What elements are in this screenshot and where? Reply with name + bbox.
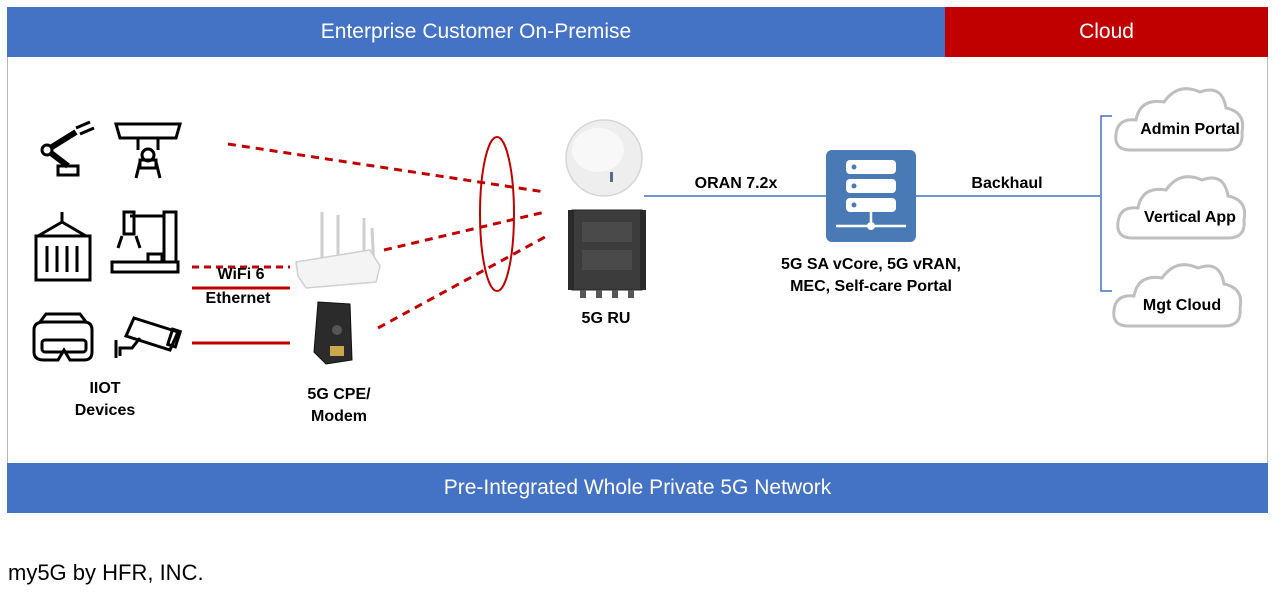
robot-arm-icon	[40, 120, 95, 177]
admin-portal-cloud	[1114, 87, 1245, 152]
cpe-modem-label: 5G CPE/ Modem	[296, 384, 382, 428]
core-label-line1: 5G SA vCore, 5G vRAN,	[781, 256, 961, 273]
mgt-cloud-cloud	[1112, 263, 1243, 328]
cloud-title: Cloud	[1079, 20, 1134, 43]
footer-banner-text: Pre-Integrated Whole Private 5G Network	[443, 476, 832, 499]
vertical-app-label: Vertical App	[1144, 209, 1236, 226]
oran-label: ORAN 7.2x	[694, 175, 778, 192]
cpe-label-line1: 5G CPE/	[307, 386, 371, 403]
wifi-router-icon	[295, 212, 381, 289]
iiot-devices-label: IIOT Devices	[62, 378, 148, 422]
iiot-label-line2: Devices	[74, 402, 136, 419]
radio-links	[227, 142, 546, 330]
gantry-robot-icon	[110, 210, 180, 274]
coverage-ellipse	[479, 136, 515, 292]
iiot-label-line1: IIOT	[89, 380, 121, 397]
footer-banner: Pre-Integrated Whole Private 5G Network	[7, 463, 1268, 513]
ethernet-label: Ethernet	[205, 290, 271, 307]
vertical-app-cloud	[1116, 175, 1247, 240]
radio-unit-icon	[568, 209, 646, 298]
cloud-bracket	[1100, 115, 1112, 292]
core-label-line2: MEC, Self-care Portal	[790, 278, 952, 295]
cargo-container-icon	[34, 212, 92, 282]
overhead-gripper-icon	[114, 122, 182, 179]
antenna-icon	[565, 119, 643, 197]
server-icon	[826, 150, 916, 242]
mgt-cloud-label: Mgt Cloud	[1142, 297, 1222, 314]
cloud-header: Cloud	[945, 7, 1268, 57]
security-camera-icon	[114, 316, 183, 358]
on-premise-header: Enterprise Customer On-Premise	[7, 7, 945, 57]
core-label: 5G SA vCore, 5G vRAN, MEC, Self-care Por…	[758, 254, 984, 298]
ru-label: 5G RU	[581, 310, 631, 327]
wifi-label: WiFi 6	[217, 266, 265, 283]
cloud-shapes	[1112, 87, 1247, 328]
caption: my5G by HFR, INC.	[8, 560, 204, 585]
vr-headset-icon	[32, 312, 94, 362]
backhaul-label: Backhaul	[971, 175, 1043, 192]
admin-portal-label: Admin Portal	[1140, 121, 1240, 138]
cpe-modem-icon	[313, 301, 353, 365]
cpe-label-line2: Modem	[311, 408, 367, 425]
on-premise-title: Enterprise Customer On-Premise	[320, 20, 632, 43]
